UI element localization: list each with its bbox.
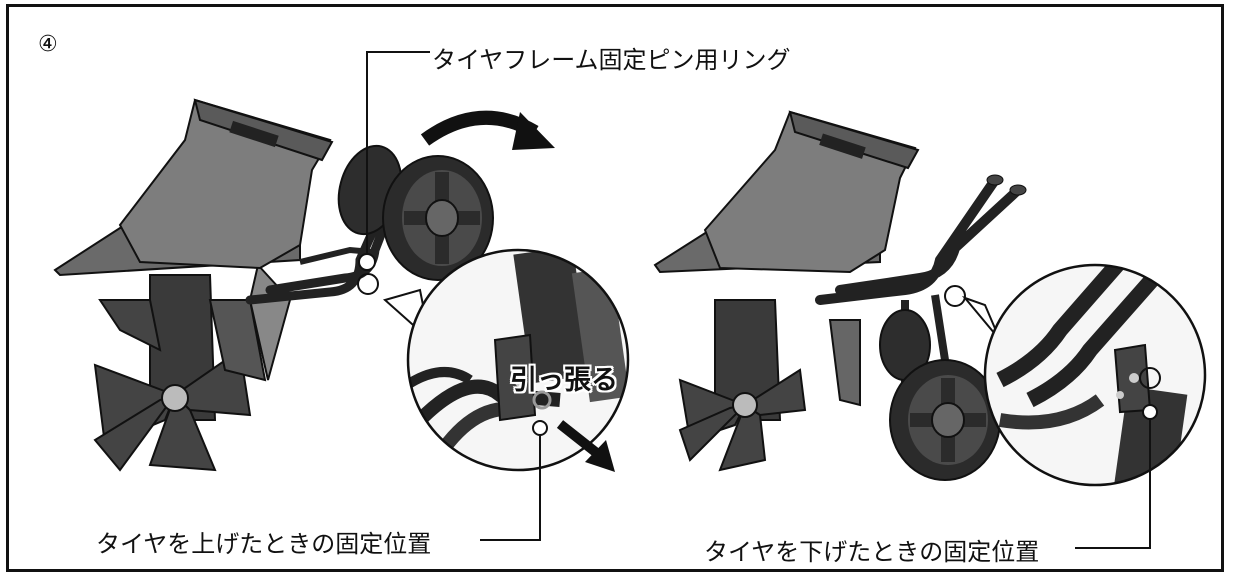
- fixed-position-down-label: タイヤを下げたときの固定位置: [704, 538, 1040, 566]
- tiller-tines-right: [678, 299, 861, 472]
- ring-leader-line: [366, 51, 430, 254]
- pull-label: 引っ張る: [510, 365, 618, 396]
- fixed-position-up-label: タイヤを上げたときの固定位置: [96, 530, 432, 558]
- fixed-down-leader-line: [1075, 419, 1151, 549]
- pull-arrow: [556, 420, 602, 458]
- fixed-up-leader-line: [480, 435, 541, 541]
- zoom-circle-right: [983, 263, 1207, 487]
- tiller-wheels-raised: [53, 98, 494, 472]
- zoom-callout-right: [961, 295, 1001, 341]
- handle-frame-right: [815, 175, 1023, 305]
- tiller-tines-left: [93, 274, 267, 472]
- zoom-circle-left: [406, 248, 630, 472]
- step-number: ④: [38, 32, 58, 57]
- wheel-front-left: [382, 155, 494, 281]
- wheel-front-right: [889, 359, 1001, 481]
- ring-label: タイヤフレーム固定ピン用リング: [432, 46, 791, 74]
- tiller-wheels-lowered: [653, 110, 1027, 481]
